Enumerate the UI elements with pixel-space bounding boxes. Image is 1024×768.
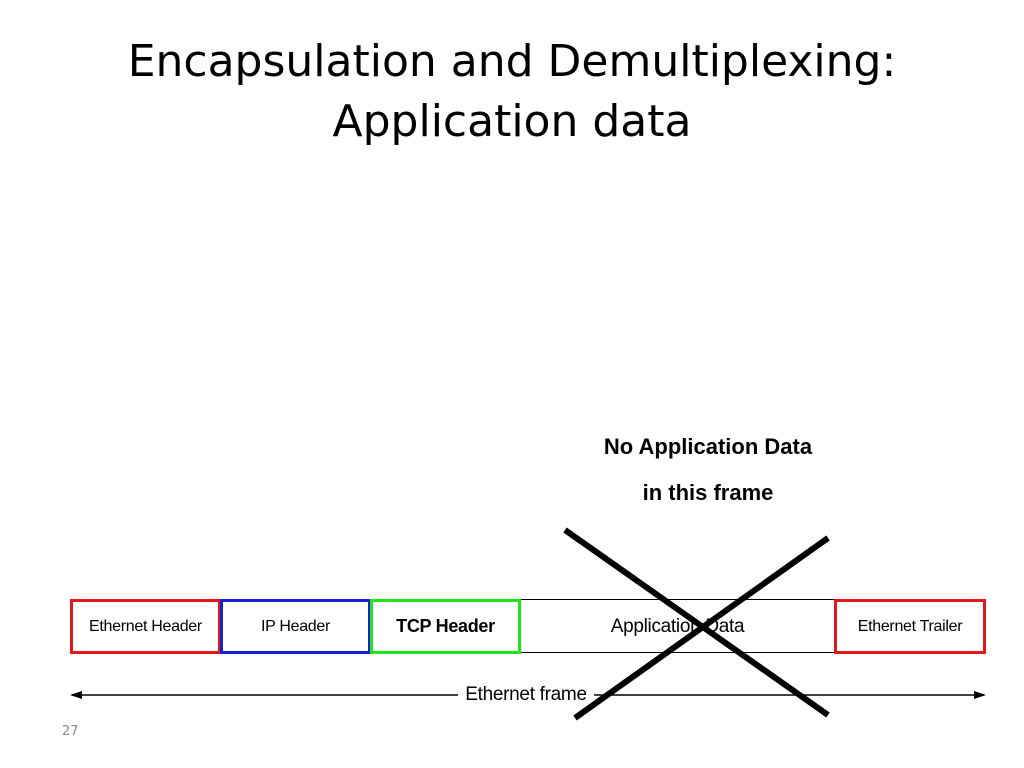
- ethernet-header-segment: Ethernet Header: [70, 599, 221, 654]
- ethernet-frame-label: Ethernet frame: [458, 682, 594, 708]
- ethernet-frame-diagram: Ethernet Header IP Header TCP Header App…: [70, 599, 986, 654]
- note-line-1: No Application Data: [603, 434, 813, 459]
- arrow-right-icon: [974, 691, 986, 699]
- no-data-note: No Application Data in this frame: [558, 424, 858, 516]
- ip-header-segment: IP Header: [220, 599, 371, 654]
- arrow-left-icon: [70, 691, 82, 699]
- ethernet-trailer-segment: Ethernet Trailer: [834, 599, 986, 654]
- page-number: 27: [62, 724, 79, 739]
- tcp-header-segment: TCP Header: [370, 599, 521, 654]
- title-line-2: Application data: [332, 96, 692, 147]
- slide-title: Encapsulation and Demultiplexing: Applic…: [40, 32, 984, 152]
- note-line-2: in this frame: [642, 480, 774, 505]
- frame-top-border: [70, 599, 986, 600]
- application-data-segment: Application Data: [610, 615, 745, 637]
- frame-bottom-border: [70, 652, 986, 653]
- title-line-1: Encapsulation and Demultiplexing:: [127, 36, 897, 87]
